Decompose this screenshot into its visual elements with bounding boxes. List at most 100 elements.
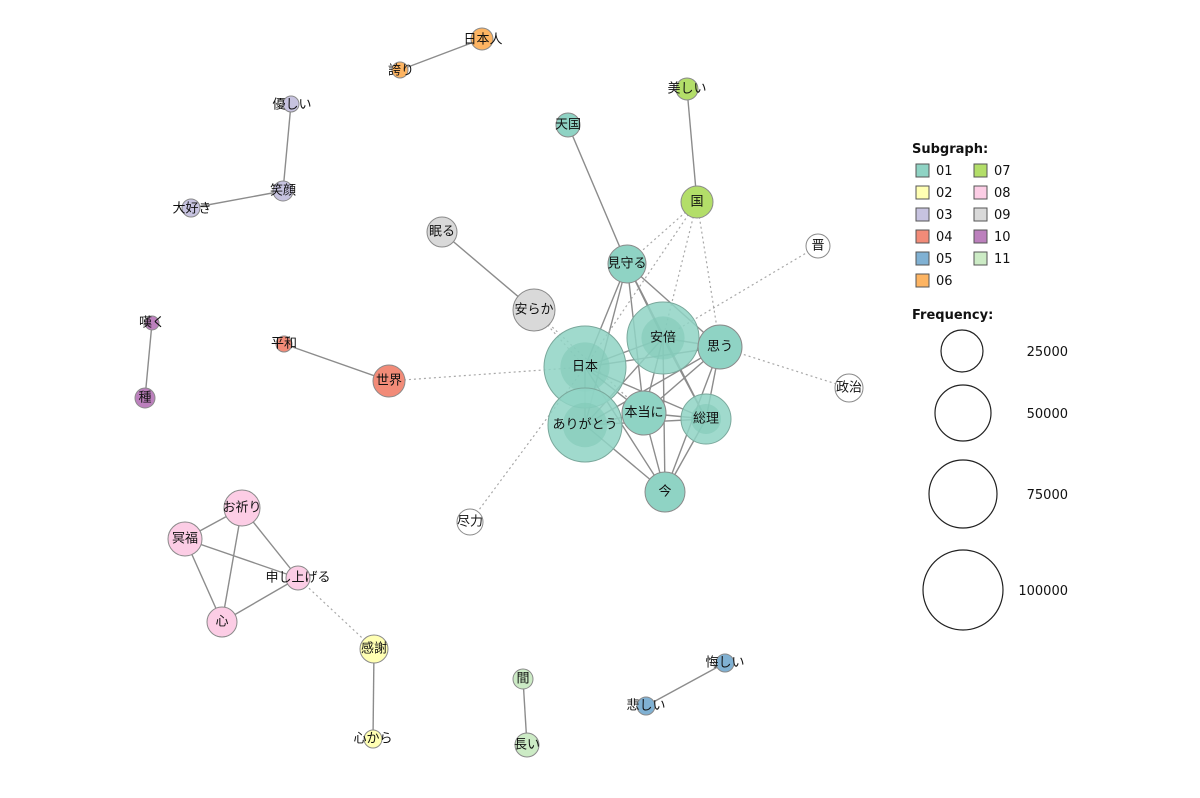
node-label: 総理 xyxy=(693,412,719,427)
node-label: お祈り xyxy=(222,501,261,516)
node-circle xyxy=(275,335,293,353)
edge-天国-見守る xyxy=(567,124,628,265)
legend-label: 02 xyxy=(936,186,953,201)
node-今[interactable]: 今 xyxy=(644,471,686,513)
legend-swatch xyxy=(973,163,988,178)
subgraph-legend-item-03: 03 xyxy=(915,207,953,223)
node-晋[interactable]: 晋 xyxy=(805,233,831,259)
legend-swatch xyxy=(973,185,988,200)
legend-label: 09 xyxy=(994,208,1011,223)
node-申し上げる[interactable]: 申し上げる xyxy=(265,565,331,591)
edge-笑顔-大好き xyxy=(190,190,284,209)
node-平和[interactable]: 平和 xyxy=(271,335,297,353)
legend-label: 03 xyxy=(936,208,953,223)
legend-swatch xyxy=(973,207,988,222)
subgraph-legend-item-08: 08 xyxy=(973,185,1011,201)
node-安らか[interactable]: 安らか xyxy=(512,288,556,332)
legend-swatch xyxy=(973,229,988,244)
node-circle xyxy=(181,198,201,218)
legend-swatch xyxy=(915,185,930,200)
node-label: 日本人 xyxy=(463,33,502,48)
node-ありがとう[interactable]: ありがとう xyxy=(547,387,623,463)
edge-申し上げる-感謝 xyxy=(297,577,375,650)
subgraph-legend-item-07: 07 xyxy=(973,163,1011,179)
frequency-legend-item-75000: 75000 xyxy=(928,459,1068,529)
node-label: 悔しい xyxy=(705,656,744,671)
node-世界[interactable]: 世界 xyxy=(372,364,406,398)
subgraph-legend-item-11: 11 xyxy=(973,251,1011,267)
frequency-legend-item-25000: 25000 xyxy=(940,329,1068,373)
legend-swatch xyxy=(973,251,988,266)
subgraph-legend-item-06: 06 xyxy=(915,273,953,289)
node-種[interactable]: 種 xyxy=(134,387,156,409)
node-label: 種 xyxy=(138,390,151,406)
node-間[interactable]: 間 xyxy=(512,668,534,690)
node-優しい[interactable]: 優しい xyxy=(272,95,312,113)
legend-label: 05 xyxy=(936,252,953,267)
frequency-legend-items: 25000 50000 75000 100000 xyxy=(922,329,1068,631)
node-天国[interactable]: 天国 xyxy=(555,112,581,138)
node-circle xyxy=(805,233,831,259)
node-circle xyxy=(372,364,406,398)
subgraph-legend-title: Subgraph: xyxy=(912,142,988,157)
node-感謝[interactable]: 感謝 xyxy=(359,634,389,664)
node-日本[interactable]: 日本 xyxy=(543,325,627,409)
node-circle xyxy=(555,112,581,138)
node-本当に[interactable]: 本当に xyxy=(621,390,667,436)
node-label: 冥福 xyxy=(172,532,198,547)
legend-label: 10 xyxy=(994,230,1011,245)
node-label: 思う xyxy=(707,340,733,355)
node-label: 晋 xyxy=(811,239,824,254)
node-日本人[interactable]: 日本人 xyxy=(463,27,503,51)
node-label: 間 xyxy=(516,672,529,687)
node-冥福[interactable]: 冥福 xyxy=(167,521,203,557)
node-label: 平和 xyxy=(271,337,297,352)
node-総理[interactable]: 総理 xyxy=(680,393,732,445)
legend-label: 01 xyxy=(936,164,953,179)
node-circle xyxy=(697,324,743,370)
node-尽力[interactable]: 尽力 xyxy=(456,508,484,536)
node-circle xyxy=(144,315,160,331)
node-安倍[interactable]: 安倍 xyxy=(626,301,700,375)
node-国[interactable]: 国 xyxy=(680,185,714,219)
node-お祈り[interactable]: お祈り xyxy=(222,489,262,527)
node-心から[interactable]: 心から xyxy=(353,729,393,749)
node-circle xyxy=(514,732,540,758)
node-政治[interactable]: 政治 xyxy=(834,373,864,403)
node-悔しい[interactable]: 悔しい xyxy=(705,653,745,673)
node-美しい[interactable]: 美しい xyxy=(667,77,707,101)
node-inner-circle xyxy=(691,404,721,434)
node-circle xyxy=(621,390,667,436)
subgraph-legend-item-09: 09 xyxy=(973,207,1011,223)
node-circle xyxy=(359,634,389,664)
node-大好き[interactable]: 大好き xyxy=(172,198,212,218)
node-label: 天国 xyxy=(555,118,581,133)
frequency-label: 50000 xyxy=(1027,407,1068,422)
node-見守る[interactable]: 見守る xyxy=(607,244,647,284)
node-誇り[interactable]: 誇り xyxy=(388,61,414,79)
legend-label: 07 xyxy=(994,164,1011,179)
node-眠る[interactable]: 眠る xyxy=(426,216,458,248)
node-circle xyxy=(834,373,864,403)
node-笑顔[interactable]: 笑顔 xyxy=(270,180,296,202)
node-circle xyxy=(715,653,735,673)
node-label: 長い xyxy=(514,738,540,753)
node-悲しい[interactable]: 悲しい xyxy=(626,696,666,716)
frequency-legend-item-50000: 50000 xyxy=(934,384,1068,442)
node-心[interactable]: 心 xyxy=(206,606,238,638)
node-label: ありがとう xyxy=(552,418,617,433)
edge-お祈り-心 xyxy=(221,507,243,623)
edge-嘆く-種 xyxy=(144,322,153,399)
frequency-legend-item-100000: 100000 xyxy=(922,549,1068,631)
node-circle xyxy=(285,565,311,591)
node-label: 心 xyxy=(215,615,228,630)
node-長い[interactable]: 長い xyxy=(514,732,540,758)
node-circle xyxy=(512,668,534,690)
node-思う[interactable]: 思う xyxy=(697,324,743,370)
edge-感謝-心から xyxy=(372,648,375,740)
node-label: 美しい xyxy=(667,82,706,97)
node-嘆く[interactable]: 嘆く xyxy=(139,315,165,331)
edge-日本-尽力 xyxy=(469,366,586,523)
edge-悔しい-悲しい xyxy=(645,662,726,707)
